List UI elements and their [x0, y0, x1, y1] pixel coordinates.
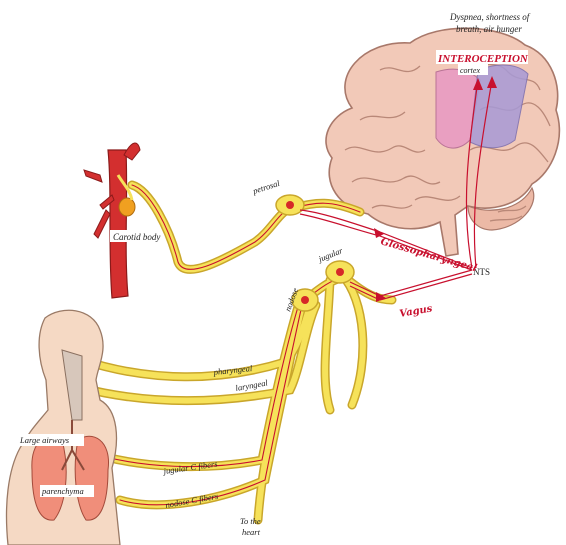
interoception-label: INTEROCEPTION — [437, 53, 529, 65]
nodose-neuron — [301, 296, 309, 304]
glossopharyngeal-label: Glossopharyngeal — [379, 236, 478, 274]
body-silhouette — [7, 310, 121, 545]
jugular-neuron — [336, 268, 344, 276]
glosso-fiber-2 — [300, 214, 380, 236]
cortex-label: cortex — [460, 66, 480, 75]
parenchyma-label: parenchyma — [41, 486, 84, 496]
to-the-heart-label-1: To the — [240, 516, 261, 526]
carotid-body-node — [119, 198, 135, 216]
vagus-label: Vagus — [399, 303, 434, 320]
carotid-artery — [84, 143, 162, 298]
caption-line-1: Dyspnea, shortness of — [449, 12, 531, 22]
left-lung — [32, 436, 66, 520]
carotid-body-label: Carotid body — [113, 232, 160, 242]
to-the-heart-label-2: heart — [242, 527, 261, 537]
caption-line-2: breath, air hunger — [456, 24, 522, 34]
petrosal-neuron — [286, 201, 294, 209]
large-airways-label: Large airways — [19, 435, 70, 445]
petrosal-label: petrosal — [251, 178, 282, 197]
nodose-c-fibers-label: nodose C fibers — [165, 491, 220, 510]
jugular-c-fibers-label: jugular C fibers — [162, 458, 219, 476]
human-figure — [7, 310, 121, 545]
